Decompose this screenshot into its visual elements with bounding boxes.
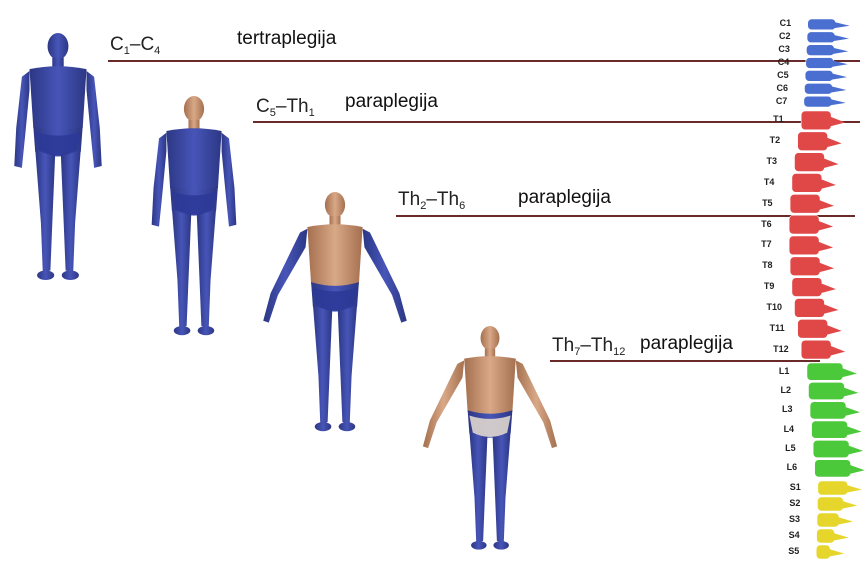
human-figure-1 [14, 33, 101, 280]
vertebra-label-c2: C2 [779, 31, 791, 41]
spinous-process-t4 [820, 179, 836, 189]
vertebra-label-t5: T5 [762, 198, 773, 208]
vertebra-label-s1: S1 [790, 482, 801, 492]
spinous-process-t7 [817, 241, 833, 251]
vertebra-t4 [792, 174, 822, 193]
spinous-process-c7 [830, 99, 846, 105]
vertebra-label-c4: C4 [778, 57, 790, 67]
vertebra-label-l5: L5 [785, 443, 796, 453]
vertebra-label-s2: S2 [789, 498, 800, 508]
vertebra-l4 [812, 421, 848, 438]
spinous-process-s4 [833, 533, 849, 541]
vertebra-l6 [815, 460, 851, 477]
vertebra-s1 [818, 481, 848, 495]
spinous-process-l5 [847, 445, 863, 455]
spinous-process-l3 [844, 406, 860, 416]
spinous-process-l6 [849, 464, 865, 474]
vertebra-s3 [817, 513, 839, 527]
vertebra-label-c3: C3 [778, 44, 790, 54]
vertebra-label-t9: T9 [764, 281, 775, 291]
human-figure-2 [152, 96, 237, 335]
vertebra-t5 [790, 194, 820, 213]
vertebra-c7 [804, 96, 832, 107]
vertebra-label-t8: T8 [762, 260, 773, 270]
spinous-process-s3 [837, 517, 853, 525]
vertebra-t7 [789, 236, 819, 255]
spinous-process-t12 [829, 345, 845, 355]
vertebra-label-t12: T12 [773, 344, 789, 354]
human-figure-3 [263, 192, 407, 431]
vertebra-t3 [794, 153, 824, 172]
vertebra-c1 [808, 19, 836, 30]
vertebra-c6 [804, 83, 832, 94]
vertebra-label-s3: S3 [789, 514, 800, 524]
vertebra-t10 [794, 299, 824, 318]
spinous-process-t5 [818, 200, 834, 210]
spinous-process-t6 [817, 220, 833, 230]
spinous-process-t10 [822, 304, 838, 314]
vertebra-t8 [790, 257, 820, 276]
vertebra-label-c5: C5 [777, 70, 789, 80]
spinous-process-t8 [818, 262, 834, 272]
vertebra-label-c6: C6 [776, 83, 788, 93]
spinous-process-c6 [830, 86, 846, 92]
spinous-process-t2 [826, 137, 842, 147]
spinous-process-l1 [841, 368, 857, 378]
spinous-process-t1 [829, 116, 845, 126]
vertebra-t11 [798, 319, 828, 338]
vertebra-label-t7: T7 [761, 239, 772, 249]
spinous-process-t9 [820, 283, 836, 293]
human-figure-4 [423, 326, 557, 550]
vertebra-label-t3: T3 [766, 156, 777, 166]
vertebra-c2 [807, 32, 835, 43]
vertebra-t6 [789, 215, 819, 234]
spinous-process-c2 [833, 35, 849, 41]
spinous-process-t11 [826, 325, 842, 335]
vertebra-label-t2: T2 [770, 135, 781, 145]
vertebra-s4 [817, 529, 835, 543]
vertebra-l5 [813, 440, 849, 457]
vertebra-t12 [801, 340, 831, 359]
vertebra-c5 [805, 70, 833, 81]
vertebra-label-l6: L6 [787, 462, 798, 472]
vertebra-label-t11: T11 [770, 323, 785, 333]
spinous-process-s5 [828, 549, 844, 557]
vertebra-label-t6: T6 [761, 219, 772, 229]
vertebra-label-l4: L4 [784, 424, 795, 434]
spinous-process-s1 [846, 485, 862, 493]
vertebra-label-t10: T10 [766, 302, 782, 312]
vertebra-t2 [798, 132, 828, 151]
vertebra-label-l3: L3 [782, 404, 793, 414]
vertebra-c4 [806, 58, 834, 69]
spinous-process-c3 [832, 48, 848, 54]
vertebra-c3 [806, 45, 834, 56]
vertebra-l3 [810, 402, 846, 419]
spinous-process-c1 [834, 22, 850, 28]
spinous-process-l4 [846, 426, 862, 436]
vertebra-label-s5: S5 [788, 546, 799, 556]
spinous-process-t3 [822, 158, 838, 168]
vertebra-label-c1: C1 [780, 18, 792, 28]
vertebra-s5 [816, 545, 830, 559]
vertebra-t1 [801, 111, 831, 130]
vertebra-t9 [792, 278, 822, 297]
vertebra-label-t1: T1 [773, 114, 784, 124]
vertebra-label-s4: S4 [789, 530, 800, 540]
vertebra-l1 [807, 363, 843, 380]
spinous-process-l2 [842, 387, 858, 397]
vertebra-label-l2: L2 [780, 385, 791, 395]
vertebra-s2 [817, 497, 843, 511]
spinous-process-c5 [831, 73, 847, 79]
vertebra-l2 [808, 382, 844, 399]
spinous-process-c4 [832, 60, 848, 66]
vertebra-label-t4: T4 [764, 177, 775, 187]
spinous-process-s2 [841, 501, 857, 509]
vertebra-label-c7: C7 [776, 96, 788, 106]
vertebra-label-l1: L1 [779, 366, 790, 376]
